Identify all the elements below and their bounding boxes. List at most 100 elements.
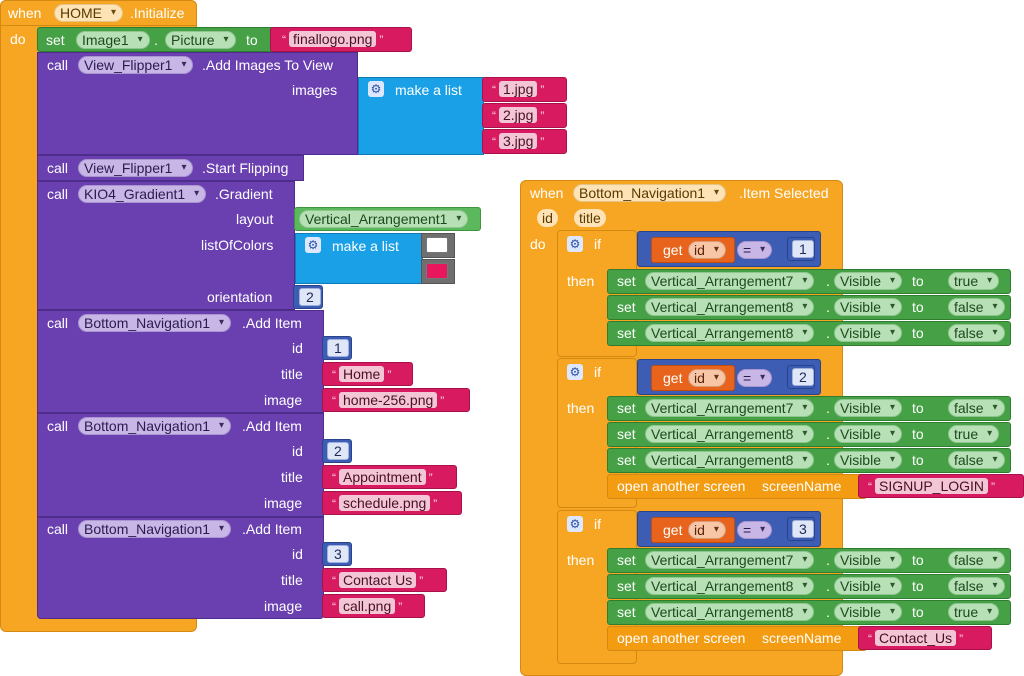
to-keyword: to xyxy=(912,452,924,468)
component-dropdown-bottom-navigation1[interactable]: Bottom_Navigation1 xyxy=(78,417,232,435)
number-value-id[interactable]: 2 xyxy=(327,442,349,460)
text-value-image[interactable]: “schedule.png” xyxy=(332,494,437,513)
variable-dropdown-id[interactable]: id xyxy=(688,369,726,387)
boolean-dropdown[interactable]: false xyxy=(948,298,1005,316)
component-dropdown-view-flipper1[interactable]: View_Flipper1 xyxy=(78,56,194,74)
quote-close-icon: ” xyxy=(433,497,438,511)
quote-close-icon: ” xyxy=(428,471,433,485)
string-value[interactable]: SIGNUP_LOGIN xyxy=(875,478,989,494)
boolean-dropdown[interactable]: false xyxy=(948,451,1005,469)
property-dropdown[interactable]: Visible xyxy=(834,399,902,417)
component-dropdown[interactable]: Vertical_Arrangement8 xyxy=(645,603,815,621)
call-keyword: call xyxy=(47,521,69,537)
text-value-2jpg[interactable]: “2.jpg” xyxy=(492,106,544,125)
arg-label-layout: layout xyxy=(236,211,274,227)
string-value[interactable]: Contact_Us xyxy=(875,630,957,646)
dot-separator: . xyxy=(826,400,830,416)
component-dropdown-bottom-navigation1[interactable]: Bottom_Navigation1 xyxy=(78,520,232,538)
text-value-screen[interactable]: “SIGNUP_LOGIN” xyxy=(868,477,995,496)
text-value-3jpg[interactable]: “3.jpg” xyxy=(492,132,544,151)
boolean-dropdown[interactable]: false xyxy=(948,551,1005,569)
boolean-dropdown[interactable]: true xyxy=(948,425,1000,443)
property-dropdown[interactable]: Visible xyxy=(834,603,902,621)
string-value[interactable]: schedule.png xyxy=(339,495,431,511)
component-dropdown[interactable]: Vertical_Arrangement8 xyxy=(645,298,815,316)
property-dropdown[interactable]: Visible xyxy=(834,298,902,316)
quote-close-icon: ” xyxy=(540,135,545,149)
component-dropdown[interactable]: Vertical_Arrangement8 xyxy=(645,425,815,443)
number-value-id[interactable]: 1 xyxy=(327,339,349,357)
open-another-screen-block[interactable] xyxy=(607,474,867,499)
string-value[interactable]: Home xyxy=(339,366,385,382)
operator-dropdown-equals[interactable]: = xyxy=(737,241,773,259)
do-keyword: do xyxy=(530,236,546,252)
number-value-id[interactable]: 3 xyxy=(327,545,349,563)
property-dropdown[interactable]: Visible xyxy=(834,425,902,443)
string-value[interactable]: call.png xyxy=(339,598,396,614)
make-list-label: make a list xyxy=(332,238,399,254)
component-dropdown-image1[interactable]: Image1 xyxy=(76,31,150,49)
property-dropdown[interactable]: Visible xyxy=(834,451,902,469)
if-keyword: if xyxy=(594,516,601,532)
property-dropdown-picture[interactable]: Picture xyxy=(165,31,236,49)
boolean-dropdown[interactable]: false xyxy=(948,577,1005,595)
text-value-title[interactable]: “Appointment” xyxy=(332,468,433,487)
text-value-screen[interactable]: “Contact_Us” xyxy=(868,629,963,648)
string-value[interactable]: Appointment xyxy=(339,469,426,485)
text-value-title[interactable]: “Contact Us” xyxy=(332,571,423,590)
gear-icon[interactable]: ⚙ xyxy=(567,516,583,532)
boolean-dropdown[interactable]: true xyxy=(948,603,1000,621)
event-param-title[interactable]: title xyxy=(574,209,606,227)
property-dropdown[interactable]: Visible xyxy=(834,551,902,569)
color-swatch-white[interactable] xyxy=(426,237,448,253)
gear-icon[interactable]: ⚙ xyxy=(567,364,583,380)
variable-dropdown-id[interactable]: id xyxy=(688,241,726,259)
component-dropdown[interactable]: Vertical_Arrangement8 xyxy=(645,324,815,342)
text-value-title[interactable]: “Home” xyxy=(332,365,391,384)
event-param-id[interactable]: id xyxy=(537,209,558,227)
boolean-dropdown[interactable]: false xyxy=(948,399,1005,417)
property-dropdown[interactable]: Visible xyxy=(834,577,902,595)
gear-icon[interactable]: ⚙ xyxy=(567,236,583,252)
text-value-1jpg[interactable]: “1.jpg” xyxy=(492,80,544,99)
variable-dropdown-id[interactable]: id xyxy=(688,521,726,539)
string-value[interactable]: home-256.png xyxy=(339,392,438,408)
color-swatch-pink[interactable] xyxy=(426,263,448,279)
component-dropdown-bottom-navigation1[interactable]: Bottom_Navigation1 xyxy=(573,184,727,202)
component-dropdown[interactable]: Vertical_Arrangement8 xyxy=(645,451,815,469)
component-dropdown[interactable]: Vertical_Arrangement8 xyxy=(645,577,815,595)
string-value[interactable]: 2.jpg xyxy=(499,107,538,123)
component-dropdown[interactable]: Vertical_Arrangement7 xyxy=(645,272,815,290)
component-dropdown[interactable]: Vertical_Arrangement7 xyxy=(645,399,815,417)
quote-open-icon: “ xyxy=(332,497,336,511)
gear-icon[interactable]: ⚙ xyxy=(368,81,384,97)
arg-label-id: id xyxy=(292,546,303,562)
component-dropdown-vertical-arrangement1[interactable]: Vertical_Arrangement1 xyxy=(299,210,469,228)
property-dropdown[interactable]: Visible xyxy=(834,324,902,342)
text-value-image[interactable]: “call.png” xyxy=(332,597,402,616)
component-dropdown-kio4-gradient1[interactable]: KIO4_Gradient1 xyxy=(78,185,207,203)
text-value-finallogo[interactable]: “finallogo.png” xyxy=(282,30,383,49)
string-value[interactable]: finallogo.png xyxy=(289,31,377,47)
text-value-image[interactable]: “home-256.png” xyxy=(332,391,444,410)
string-value[interactable]: 3.jpg xyxy=(499,133,538,149)
set-keyword: set xyxy=(617,604,636,620)
operator-dropdown-equals[interactable]: = xyxy=(737,369,773,387)
component-dropdown-bottom-navigation1[interactable]: Bottom_Navigation1 xyxy=(78,314,232,332)
component-dropdown[interactable]: Vertical_Arrangement7 xyxy=(645,551,815,569)
number-value[interactable]: 3 xyxy=(792,520,814,538)
component-dropdown-view-flipper1[interactable]: View_Flipper1 xyxy=(78,159,194,177)
boolean-dropdown[interactable]: false xyxy=(948,324,1005,342)
number-value[interactable]: 2 xyxy=(792,368,814,386)
number-value[interactable]: 1 xyxy=(792,240,814,258)
property-dropdown[interactable]: Visible xyxy=(834,272,902,290)
string-value[interactable]: Contact Us xyxy=(339,572,417,588)
gear-icon[interactable]: ⚙ xyxy=(305,237,321,253)
string-value[interactable]: 1.jpg xyxy=(499,81,538,97)
method-add-item: .Add Item xyxy=(242,521,302,537)
open-another-screen-block[interactable] xyxy=(607,626,867,651)
operator-dropdown-equals[interactable]: = xyxy=(737,521,773,539)
boolean-dropdown[interactable]: true xyxy=(948,272,1000,290)
component-dropdown-home[interactable]: HOME xyxy=(54,4,123,22)
number-value-orientation[interactable]: 2 xyxy=(299,288,321,306)
